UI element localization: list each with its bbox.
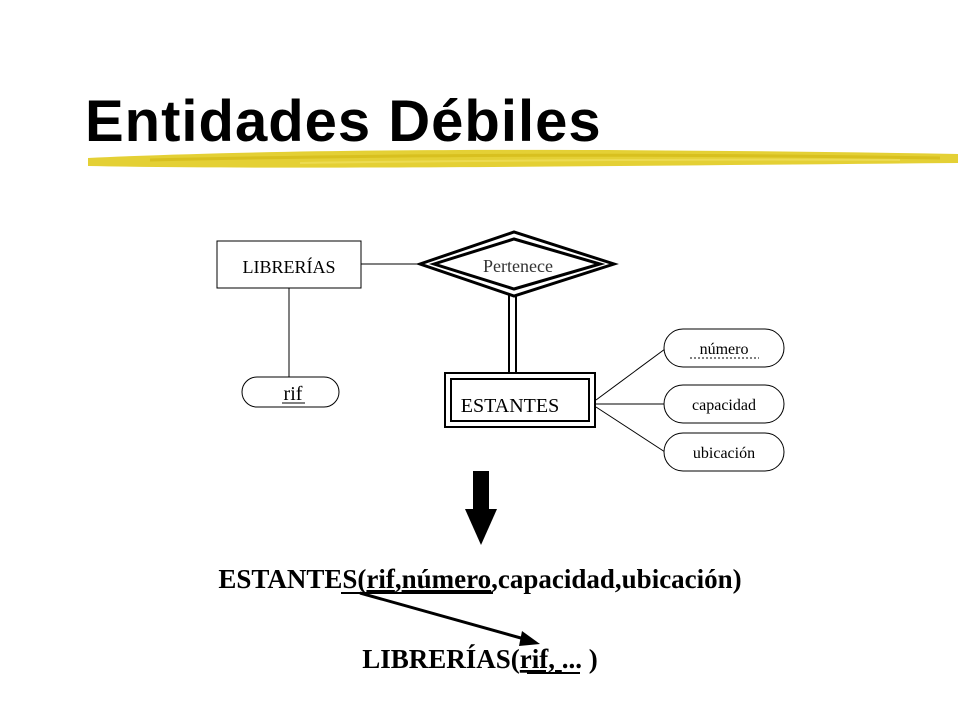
schema-estantes: ESTANTES(rif,número,capacidad,ubicación) [218,564,741,594]
schema-estantes-key-rif: rif [366,564,395,594]
entity-estantes: ESTANTES [444,372,596,428]
entity-librerias-label: LIBRERÍAS [242,256,335,277]
down-arrow-icon [465,471,497,545]
schema-librerias-key-rif: rif, [520,644,562,674]
attribute-capacidad: capacidad [663,384,785,424]
attribute-numero-label: número [700,341,749,358]
attribute-rif: rif [241,376,340,408]
attribute-ubicacion-label: ubicación [693,445,755,462]
relationship-pertenece: Pertenece [415,230,619,298]
attribute-ubicacion: ubicación [663,432,785,472]
entity-librerias: LIBRERÍAS [216,240,362,289]
attribute-capacidad-label: capacidad [692,397,756,414]
page-title: Entidades Débiles [85,89,602,154]
relationship-pertenece-label: Pertenece [483,256,553,276]
schema-librerias: LIBRERÍAS(rif, ... ) [362,644,598,674]
schema-estantes-comma: , [395,564,402,594]
entity-estantes-label: ESTANTES [461,395,559,417]
line-estantes-numero [595,348,666,401]
attribute-numero: número [663,328,785,368]
attribute-rif-label: rif [284,383,303,405]
title-underline-brush [88,149,958,168]
line-estantes-ubicacion [595,406,666,453]
foreign-key-arrow [359,591,540,646]
schema-estantes-key-numero: número [402,564,492,594]
